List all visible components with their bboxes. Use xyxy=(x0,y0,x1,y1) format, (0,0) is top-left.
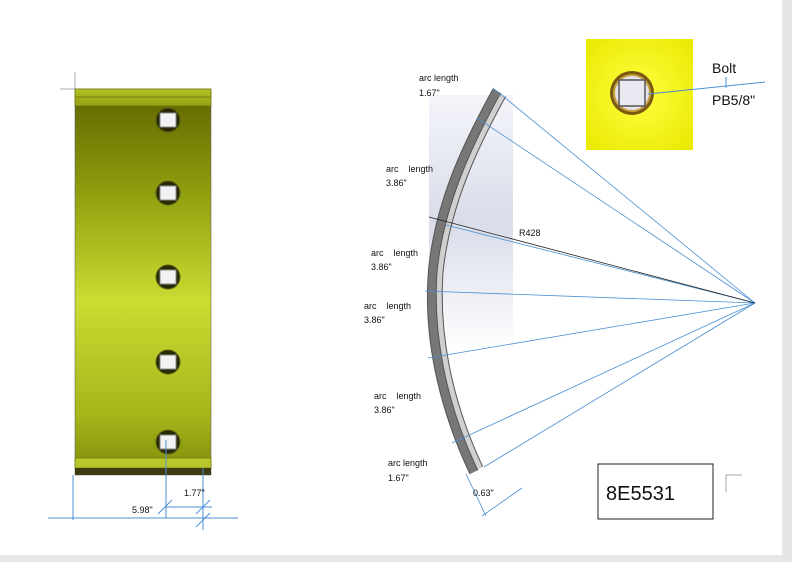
thickness-label: 0.63" xyxy=(473,488,494,498)
flat-plate-view xyxy=(74,88,212,476)
arc-label: arc length xyxy=(374,391,421,401)
part-number: 8E5531 xyxy=(606,483,675,505)
arc-value: 1.67" xyxy=(388,473,409,483)
bolt-hole xyxy=(155,180,181,206)
bolt-holes xyxy=(155,107,181,455)
arc-value: 3.86" xyxy=(371,262,392,272)
bolt-hole xyxy=(155,429,181,455)
bolt-spec: PB5/8" xyxy=(712,92,755,108)
arc-label: arc length xyxy=(419,73,459,83)
plate-width-label: 5.98" xyxy=(132,505,153,515)
plate-height-offset-label: 1.77" xyxy=(184,488,205,498)
arc-value: 3.86" xyxy=(374,405,395,415)
plate-dimensions xyxy=(48,440,238,530)
bolt-leader-line xyxy=(647,81,766,95)
radius-dimension-line xyxy=(428,216,756,304)
arc-label: arc length xyxy=(388,458,428,468)
arc-label: arc length xyxy=(371,248,418,258)
bolt-hole xyxy=(155,264,181,290)
radius-lines xyxy=(424,87,756,517)
arc-label: arc length xyxy=(386,164,433,174)
arc-value: 3.86" xyxy=(386,178,407,188)
radius-label: R428 xyxy=(519,228,541,238)
curved-profile-view xyxy=(426,88,513,475)
part-number-box xyxy=(597,463,714,520)
arc-value: 1.67" xyxy=(419,88,440,98)
arc-length-labels: arc length 1.67" arc length 3.86" arc le… xyxy=(364,73,459,483)
arc-label: arc length xyxy=(364,301,411,311)
drawing-page: 1.77" 5.98" R428 0.63" arc length 1.67" … xyxy=(0,0,782,555)
bolt-inset-image xyxy=(586,39,693,150)
bolt-hole xyxy=(155,107,181,133)
arc-value: 3.86" xyxy=(364,315,385,325)
bolt-hole xyxy=(155,349,181,375)
bolt-title: Bolt xyxy=(712,60,736,76)
